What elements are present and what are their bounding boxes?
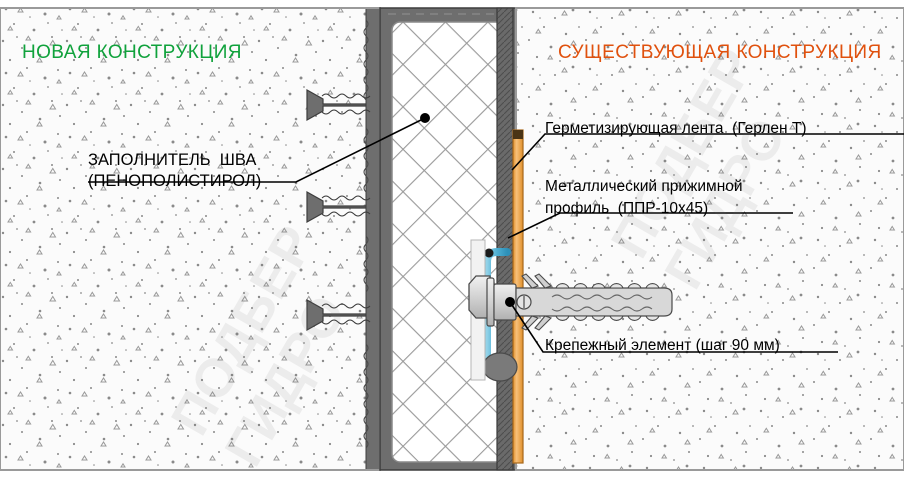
leader-lines (88, 113, 904, 353)
fastener-anchor (468, 273, 673, 331)
label-clamp-profile-line1: Металлический прижимной (545, 178, 743, 195)
title-existing-construction: СУЩЕСТВУЮЩАЯ КОНСТРУКЦИЯ (558, 42, 882, 63)
title-new-construction: НОВАЯ КОНСТРУКЦИЯ (22, 42, 242, 63)
label-sealing-tape: Герметизирующая лента (Герлен Т) (545, 120, 807, 137)
new-construction-wall (0, 7, 381, 471)
label-joint-filler-line1: ЗАПОЛНИТЕЛЬ ШВА (88, 151, 257, 169)
label-clamp-profile-line2: профиль (ППР-10х45) (545, 200, 709, 217)
label-joint-filler-line2: (ПЕНОПОЛИСТИРОЛ) (88, 172, 262, 190)
joint-filler-polystyrene (379, 7, 517, 471)
existing-construction-wall (515, 7, 904, 471)
label-fastener: Крепежный элемент (шаг 90 мм) (545, 337, 780, 354)
